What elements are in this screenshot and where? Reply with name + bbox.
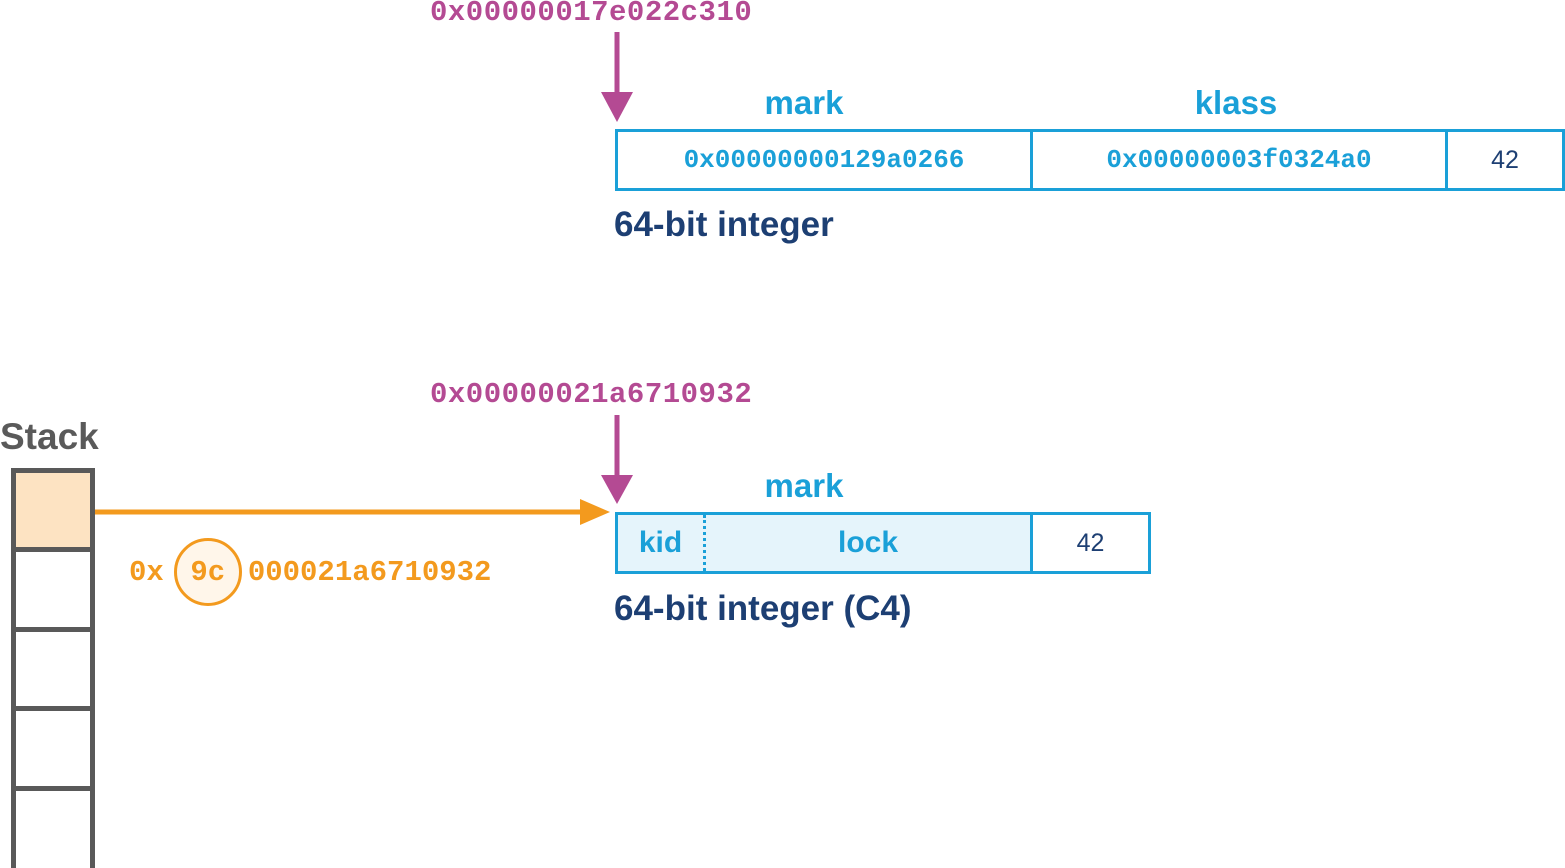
- object2-kid-section: kid: [618, 515, 706, 571]
- stack-slot: [11, 706, 95, 791]
- object1-address: 0x00000017e022c310: [430, 0, 753, 29]
- object1-klass-cell: 0x00000003f0324a0: [1030, 129, 1448, 191]
- object2-caption: 64-bit integer (C4): [614, 589, 912, 628]
- stack-slot: [11, 547, 95, 632]
- stack-title: Stack: [0, 416, 99, 457]
- stack-slot: [11, 627, 95, 711]
- object1-caption: 64-bit integer: [614, 205, 834, 244]
- object1-mark-cell: 0x00000000129a0266: [615, 129, 1033, 191]
- pointer-suffix: 000021a6710932: [247, 555, 492, 589]
- pointer-tag-highlight: 9c: [173, 538, 242, 606]
- object2-kid-label: kid: [638, 526, 683, 559]
- pointer-value: 0x 9c 000021a6710932: [129, 538, 491, 606]
- pointer-prefix: 0x: [129, 555, 164, 589]
- object1-klass-header: klass: [1194, 84, 1278, 121]
- object2-mark-header: mark: [764, 467, 844, 504]
- object2-lock-label: lock: [837, 526, 899, 559]
- pointer-tag-value: 9c: [190, 555, 226, 589]
- object1-mark-header: mark: [764, 84, 844, 121]
- object1-field-cell: 42: [1445, 129, 1565, 191]
- object2-field-cell: 42: [1030, 512, 1151, 574]
- object2-lock-section: lock: [706, 515, 1030, 571]
- object2-address: 0x00000021a6710932: [430, 378, 753, 411]
- stack-slot: [11, 786, 95, 868]
- stack-slot-highlighted: [11, 468, 95, 552]
- object1-field-value: 42: [1491, 145, 1519, 174]
- object1-klass-value: 0x00000003f0324a0: [1106, 145, 1372, 175]
- object2-field-value: 42: [1076, 528, 1105, 557]
- object2-mark-cell: kid lock: [615, 512, 1033, 574]
- address-arrow-2: [601, 415, 633, 504]
- address-arrow-1: [601, 32, 633, 122]
- pointer-arrow: [58, 499, 610, 525]
- object1-mark-value: 0x00000000129a0266: [683, 145, 965, 175]
